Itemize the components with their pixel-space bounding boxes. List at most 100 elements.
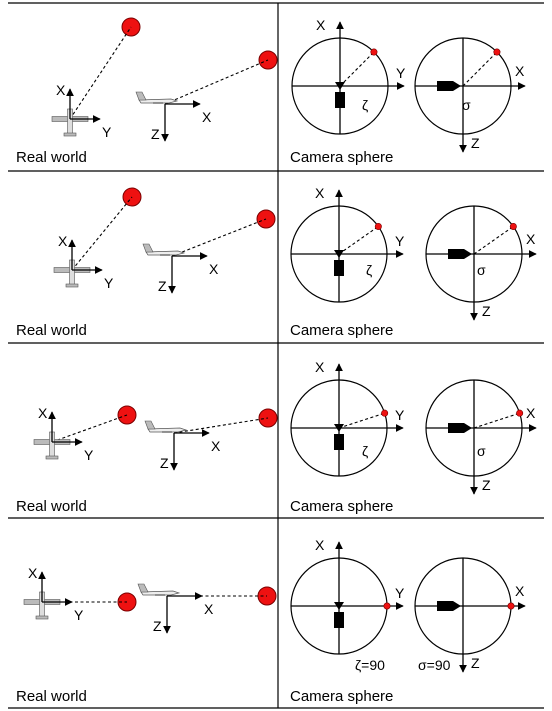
angle-label-zeta: ζ — [362, 97, 368, 113]
axis-label-x: X — [315, 185, 325, 201]
axis-label-x: X — [515, 63, 525, 79]
projection-line — [339, 51, 375, 87]
axis-label-y: Y — [102, 124, 112, 140]
aircraft-tail — [65, 283, 79, 288]
angle-label-sigma: σ — [477, 443, 486, 459]
aircraft-tail — [135, 91, 147, 101]
axis-label-x: X — [38, 405, 48, 421]
projection-line — [473, 412, 520, 429]
target-dot — [370, 48, 378, 56]
camera-body — [334, 612, 344, 628]
line-of-sight — [164, 59, 269, 105]
axis-label-x: X — [204, 601, 214, 617]
axis-label-y: Y — [396, 65, 406, 81]
projection-line — [338, 226, 379, 255]
axis-label-x: X — [515, 583, 525, 599]
line-of-sight — [71, 196, 133, 271]
caption-camera-sphere: Camera sphere — [290, 322, 393, 339]
aircraft-side-view — [137, 583, 181, 596]
axis-label-x: X — [56, 82, 66, 98]
target-dot — [507, 602, 515, 610]
axis-label-x: X — [211, 438, 221, 454]
axis-label-z: Z — [471, 655, 480, 671]
target-dot — [381, 409, 389, 417]
axis-label-x: X — [526, 231, 536, 247]
target-dot — [493, 48, 501, 56]
camera-lens — [464, 423, 472, 433]
axis-label-y: Y — [395, 585, 405, 601]
camera-body — [335, 92, 345, 108]
axis-label-z: Z — [151, 126, 160, 142]
aircraft-fuselage — [140, 590, 181, 596]
axis-label-x: X — [526, 405, 536, 421]
axis-label-x: X — [209, 261, 219, 277]
camera-body — [437, 81, 453, 91]
camera-lens — [464, 249, 472, 259]
aircraft-tail — [45, 455, 59, 460]
line-of-sight — [51, 414, 128, 443]
axis-label-x: X — [202, 109, 212, 125]
line-of-sight — [173, 417, 269, 434]
axis-label-y: Y — [395, 233, 405, 249]
axis-label-y: Y — [395, 407, 405, 423]
aircraft-fuselage — [145, 250, 186, 256]
camera-lens — [453, 81, 461, 91]
aircraft-fuselage — [147, 427, 188, 433]
axis-label-x: X — [315, 359, 325, 375]
axis-label-z: Z — [482, 303, 491, 319]
axis-label-x: X — [316, 17, 326, 33]
axis-label-z: Z — [158, 278, 167, 294]
caption-camera-sphere: Camera sphere — [290, 149, 393, 166]
target-dot — [383, 602, 391, 610]
caption-camera-sphere: Camera sphere — [290, 498, 393, 515]
projection-line — [473, 226, 514, 255]
angle-label-zeta: ζ — [366, 262, 372, 278]
projection-line — [338, 412, 385, 429]
axis-label-z: Z — [471, 135, 480, 151]
axis-label-y: Y — [84, 447, 94, 463]
target-dot — [374, 222, 382, 230]
target-dot — [509, 222, 517, 230]
axis-label-x: X — [315, 537, 325, 553]
aircraft-side-view — [135, 91, 179, 104]
aircraft-fuselage — [138, 98, 179, 104]
aircraft-side-view — [144, 420, 188, 433]
angle-label-sigma: σ — [477, 262, 486, 278]
aircraft-side-view — [142, 243, 186, 256]
caption-real-world: Real world — [16, 498, 87, 515]
camera-body — [448, 249, 464, 259]
axis-label-y: Y — [74, 607, 84, 623]
camera-lens — [453, 601, 461, 611]
axis-label-y: Y — [104, 275, 114, 291]
aircraft-tail — [137, 583, 149, 593]
line-of-sight — [171, 218, 267, 257]
aircraft-tail — [35, 615, 49, 620]
angle-label-zeta: ζ — [362, 443, 368, 459]
line-of-sight — [69, 26, 132, 120]
aircraft-tail — [63, 132, 77, 137]
angle-label-sigma: σ=90 — [418, 657, 451, 673]
caption-camera-sphere: Camera sphere — [290, 688, 393, 705]
axis-label-z: Z — [153, 618, 162, 634]
camera-body — [334, 434, 344, 450]
caption-real-world: Real world — [16, 149, 87, 166]
axis-label-z: Z — [482, 477, 491, 493]
caption-real-world: Real world — [16, 688, 87, 705]
camera-body — [334, 260, 344, 276]
target-dot — [516, 409, 524, 417]
camera-body — [448, 423, 464, 433]
projection-line — [462, 51, 498, 87]
angle-label-sigma: σ — [462, 97, 471, 113]
axis-label-z: Z — [160, 455, 169, 471]
camera-body — [437, 601, 453, 611]
aircraft-tail — [144, 420, 156, 430]
camera-lens — [334, 602, 344, 610]
axis-label-x: X — [58, 233, 68, 249]
angle-label-zeta: ζ=90 — [355, 657, 385, 673]
axis-label-x: X — [28, 565, 38, 581]
